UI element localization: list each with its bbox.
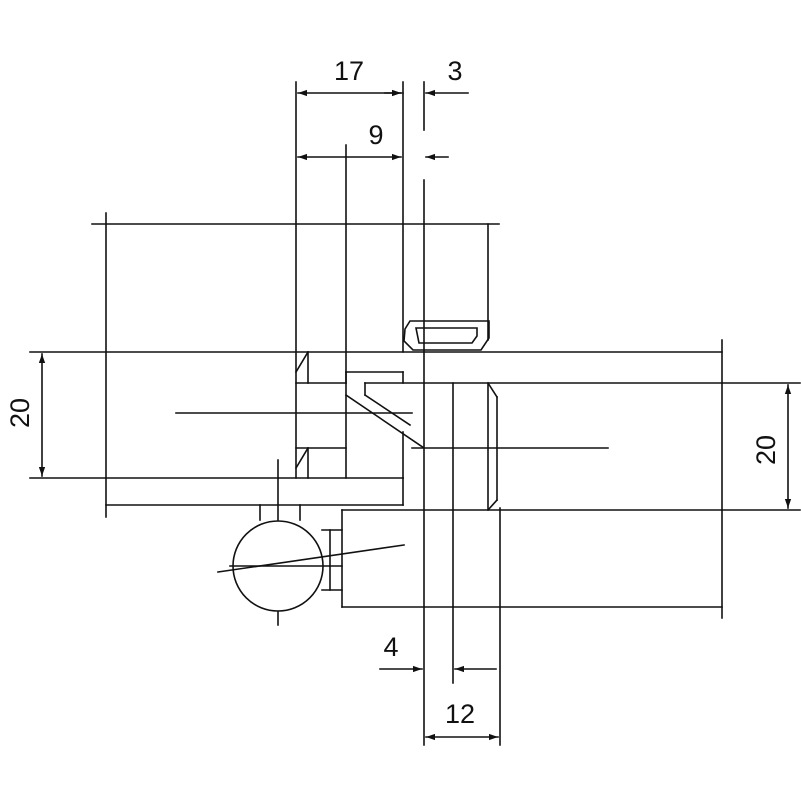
dim-label-20-right: 20 (751, 435, 781, 465)
dimension-20-left: 20 (5, 353, 46, 477)
adjustment-cam (217, 504, 405, 612)
dim-label-4: 4 (383, 632, 398, 662)
dim-label-12: 12 (445, 699, 475, 729)
seal-profile-inner (415, 327, 478, 344)
dimension-3: 3 (384, 56, 469, 97)
dimension-20-right: 20 (721, 382, 801, 509)
dim-label-9: 9 (368, 120, 383, 150)
dim-label-17: 17 (334, 56, 364, 86)
dim-label-3: 3 (447, 56, 462, 86)
dimension-9: 9 (297, 120, 449, 161)
hinge-link-arm (344, 382, 723, 479)
dimension-17: 17 (297, 56, 402, 97)
dim-label-20-left: 20 (5, 398, 35, 428)
dimension-12: 12 (425, 699, 499, 741)
right-hinge-body (341, 381, 801, 608)
seal-profile (403, 320, 490, 351)
dimension-4: 4 (379, 632, 497, 673)
upper-frame-block (29, 223, 723, 353)
left-hinge-body (29, 350, 413, 506)
